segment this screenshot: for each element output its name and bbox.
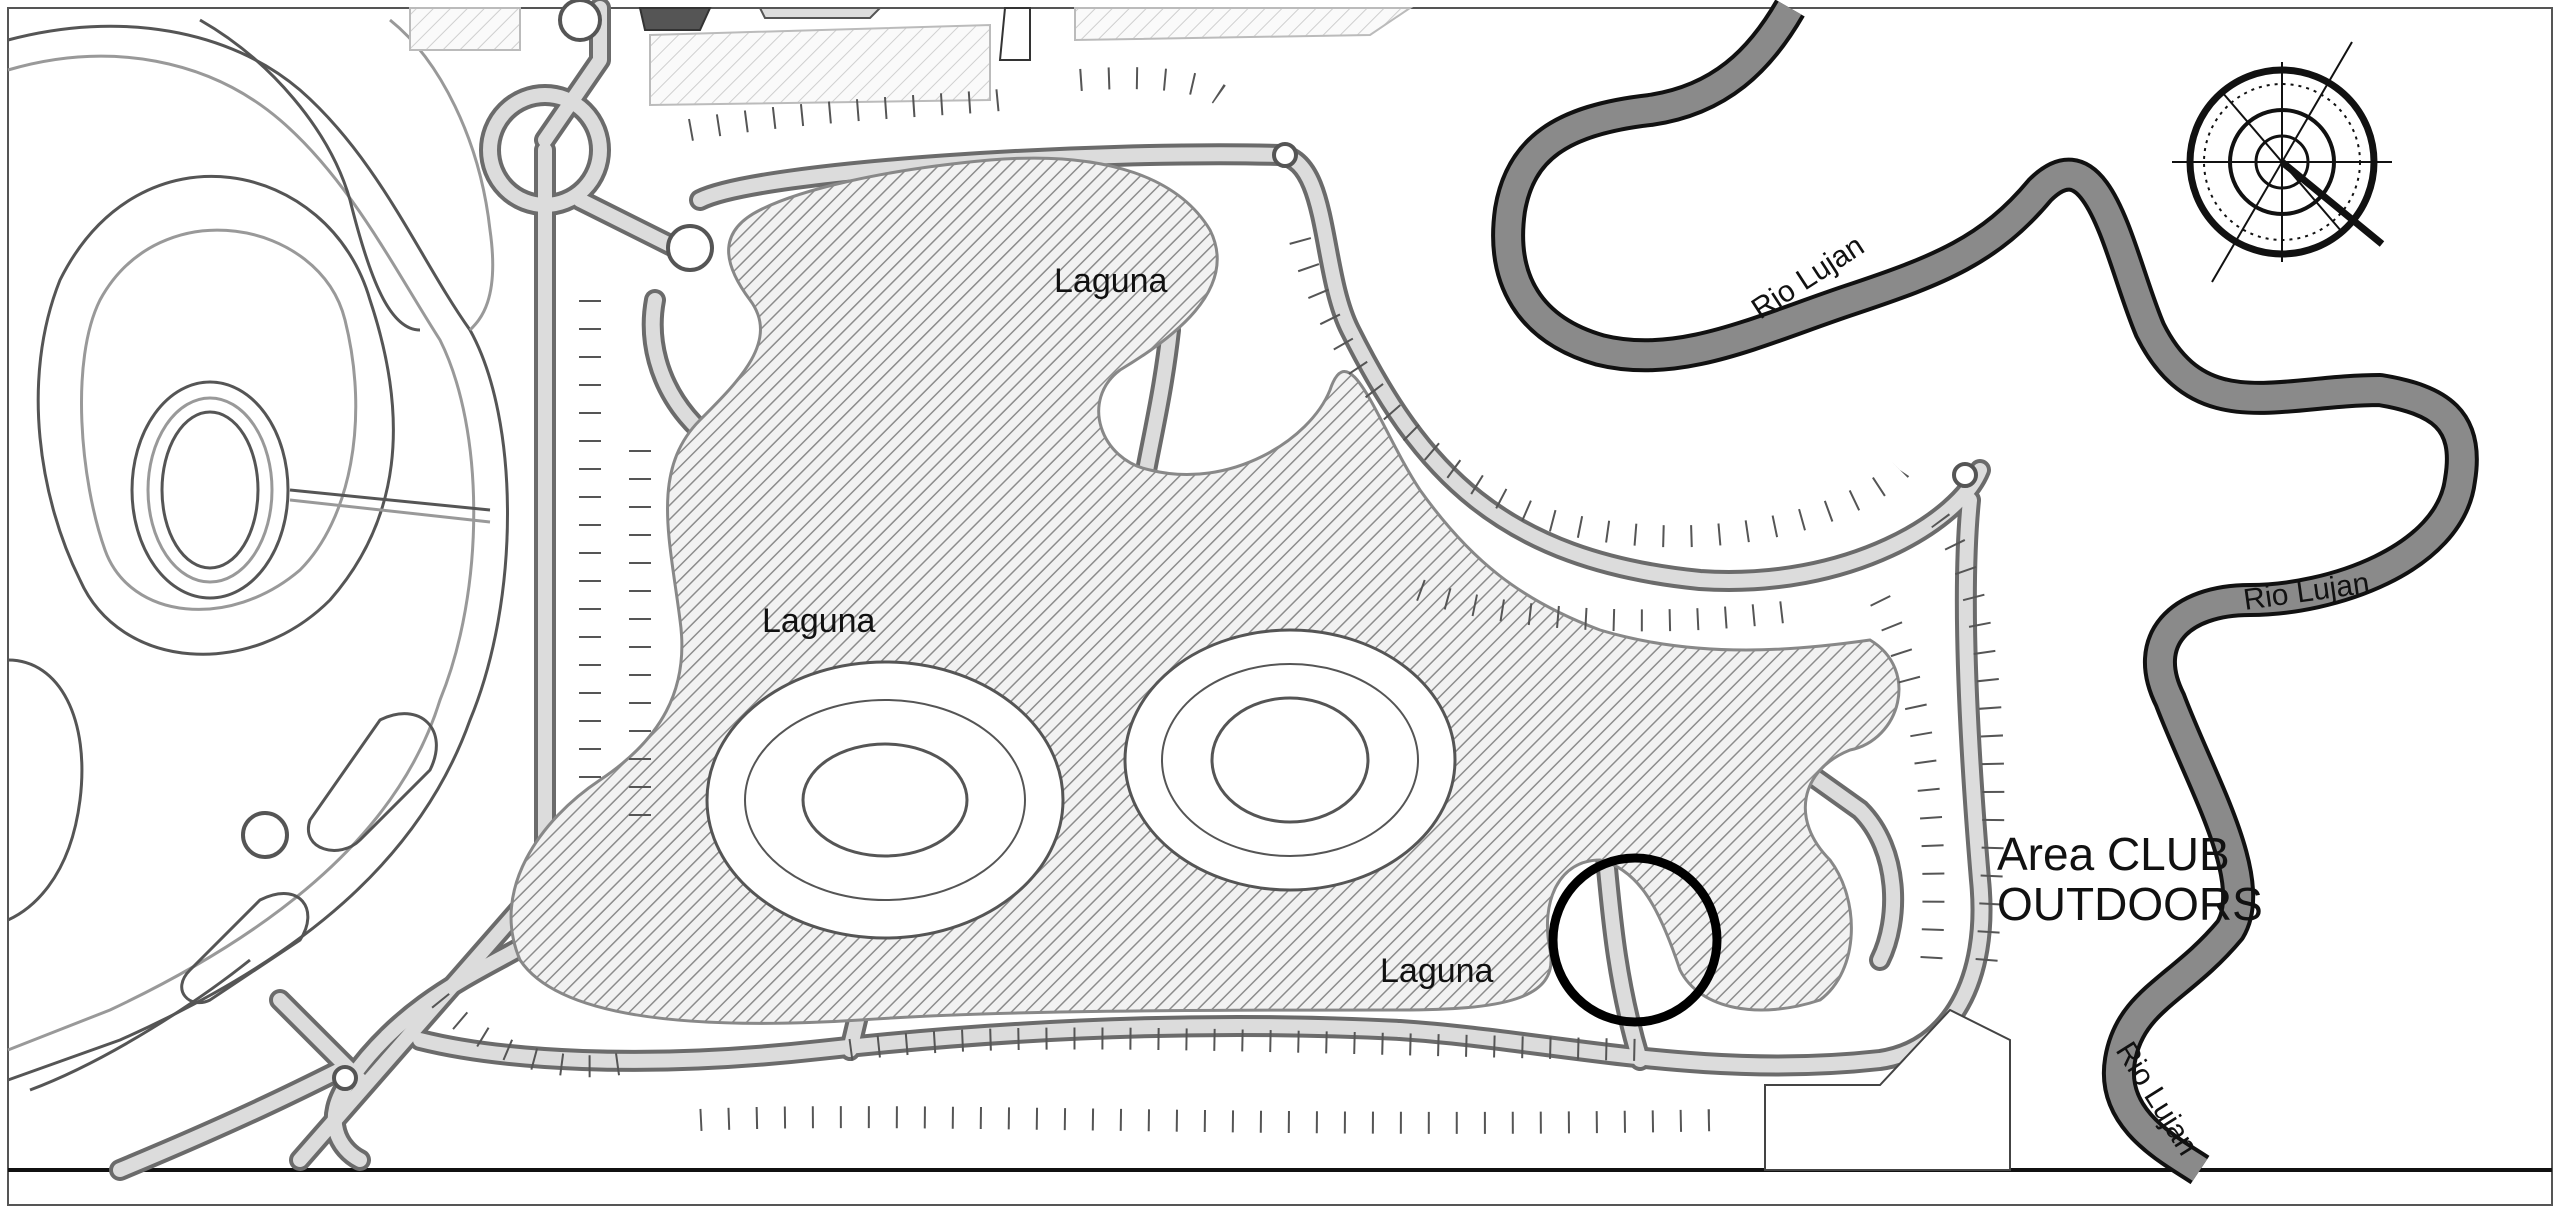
north-parcels xyxy=(409,7,1414,107)
lot-cluster-ring xyxy=(1210,696,1370,824)
laguna-label-north: Laguna xyxy=(1054,262,1168,300)
west-park-area xyxy=(7,18,509,1092)
laguna-label-south: Laguna xyxy=(1380,952,1494,990)
lots-layer xyxy=(431,67,2005,1134)
lot-cluster-ring xyxy=(801,742,969,858)
laguna-label-west: Laguna xyxy=(762,602,876,640)
club-outdoors-parcel xyxy=(1764,1008,2011,1171)
area-club-label-line1: Area CLUB xyxy=(1997,828,2230,880)
area-club-label-line2: OUTDOORS xyxy=(1997,878,2263,930)
compass-rose-icon xyxy=(2172,41,2392,283)
rio-lujan-river xyxy=(1491,0,2479,1185)
highlight-ring xyxy=(1548,853,1722,1027)
